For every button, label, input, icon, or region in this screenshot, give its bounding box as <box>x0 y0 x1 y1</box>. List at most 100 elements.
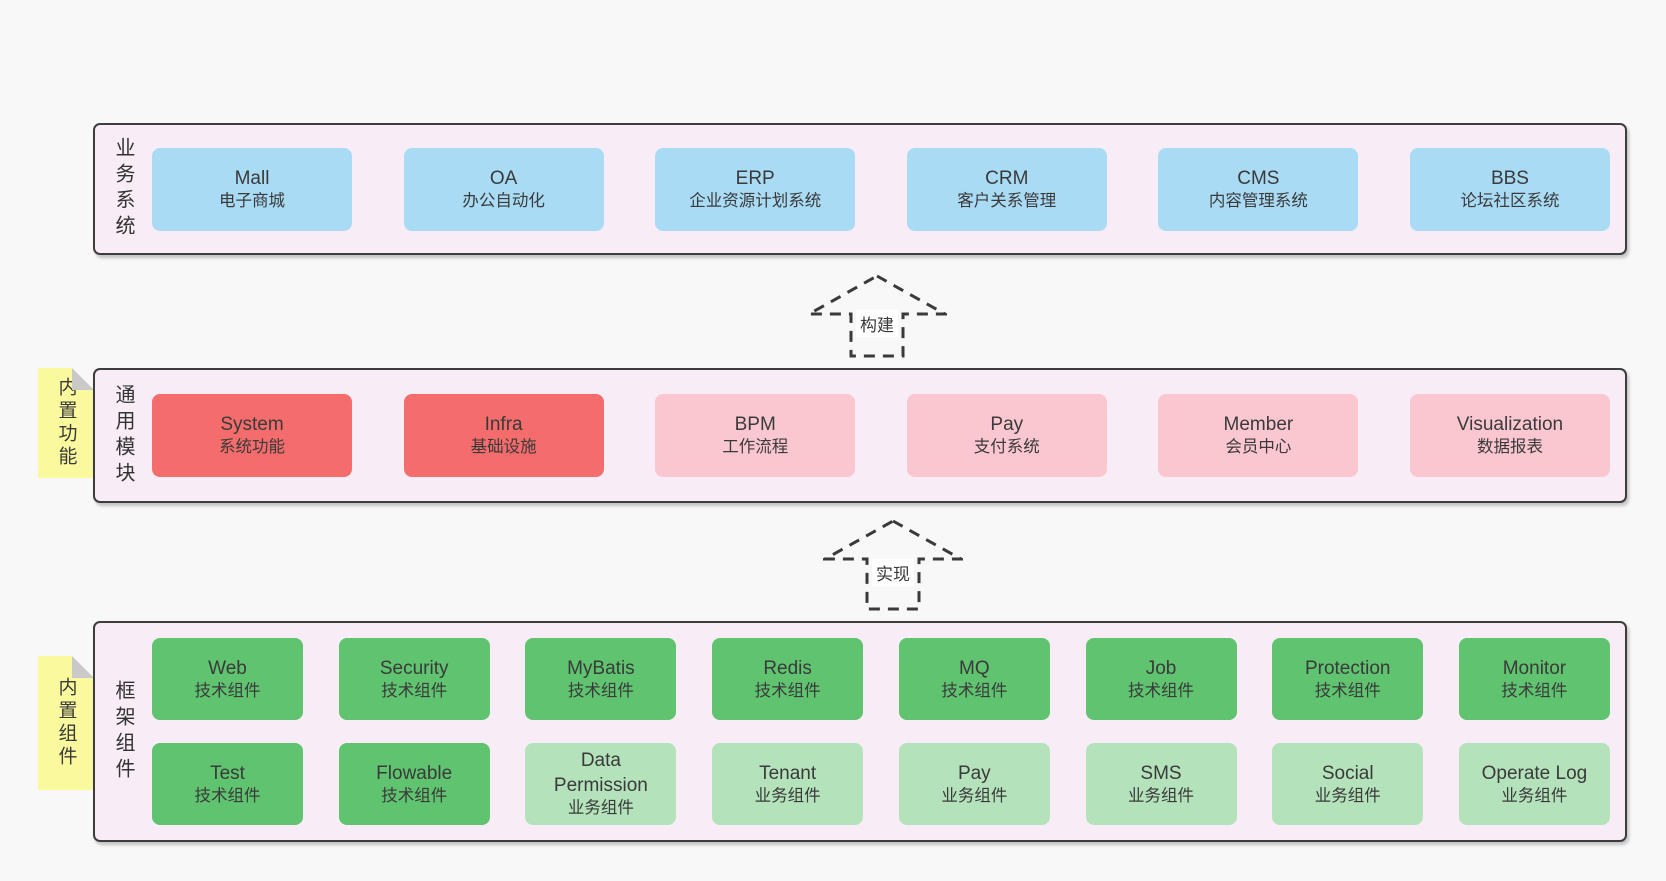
box-security-name: Security <box>379 657 449 679</box>
box-pay-module: Pay 支付系统 <box>906 394 1107 477</box>
box-system: System 系统功能 <box>152 394 352 477</box>
box-tenant: Tenant 业务组件 <box>712 743 864 825</box>
business-row: Mall 电子商城 OA 办公自动化 ERP 企业资源计划系统 CRM 客户关系… <box>152 147 1610 231</box>
box-visualization: Visualization 数据报表 <box>1409 394 1610 477</box>
box-mybatis-desc: 技术组件 <box>567 681 634 700</box>
box-operate-log-name: Operate Log <box>1481 762 1588 784</box>
box-infra-name: Infra <box>484 414 523 436</box>
components-row-1: Web 技术组件 Security 技术组件 MyBatis 技术组件 Redi… <box>152 638 1610 720</box>
box-protection: Protection 技术组件 <box>1272 638 1424 720</box>
box-mq: MQ 技术组件 <box>898 638 1050 720</box>
note-built-in-components: 内置组件 <box>38 656 94 790</box>
arrow-build: 构建 <box>807 274 947 358</box>
box-job-desc: 技术组件 <box>1128 681 1195 700</box>
box-bbs-desc: 论坛社区系统 <box>1460 191 1560 210</box>
box-operate-log: Operate Log 业务组件 <box>1458 743 1610 825</box>
box-monitor-desc: 技术组件 <box>1501 681 1568 700</box>
box-mybatis-name: MyBatis <box>567 657 635 679</box>
box-oa-name: OA <box>489 167 518 189</box>
note-built-in-functions: 内置功能 <box>38 368 94 478</box>
box-operate-log-desc: 业务组件 <box>1501 786 1568 805</box>
note-built-in-functions-label: 内置功能 <box>55 377 77 469</box>
layer-components-panel: 框架组件 Web 技术组件 Security 技术组件 MyBatis 技术组件… <box>93 621 1627 842</box>
box-test: Test 技术组件 <box>152 743 303 825</box>
box-mall-desc: 电子商城 <box>219 191 285 210</box>
box-member-desc: 会员中心 <box>1225 438 1292 457</box>
arrow-build-label: 构建 <box>856 310 898 337</box>
box-test-desc: 技术组件 <box>194 786 261 805</box>
box-crm-name: CRM <box>985 167 1029 189</box>
box-protection-name: Protection <box>1304 657 1391 679</box>
box-pay-component: Pay 业务组件 <box>898 743 1050 825</box>
box-data-permission-name: Data Permission <box>553 750 648 797</box>
box-mq-desc: 技术组件 <box>941 681 1008 700</box>
box-job: Job 技术组件 <box>1085 638 1237 720</box>
box-security: Security 技术组件 <box>338 638 490 720</box>
box-social-desc: 业务组件 <box>1314 786 1381 805</box>
box-mall: Mall 电子商城 <box>152 147 352 231</box>
box-social-name: Social <box>1321 762 1374 784</box>
box-infra-desc: 基础设施 <box>470 438 537 457</box>
box-cms-desc: 内容管理系统 <box>1208 191 1308 210</box>
box-flowable-name: Flowable <box>376 762 453 784</box>
box-crm-desc: 客户关系管理 <box>957 191 1057 210</box>
box-security-desc: 技术组件 <box>381 681 448 700</box>
box-flowable: Flowable 技术组件 <box>338 743 490 825</box>
box-monitor-name: Monitor <box>1502 657 1567 679</box>
box-test-name: Test <box>210 762 245 784</box>
layer-business-label-col: 业务系统 <box>95 125 152 253</box>
up-arrow-dashed-icon <box>823 519 963 611</box>
modules-row: System 系统功能 Infra 基础设施 BPM 工作流程 Pay 支付系统… <box>152 394 1610 477</box>
box-mybatis: MyBatis 技术组件 <box>525 638 677 720</box>
box-web: Web 技术组件 <box>152 638 303 720</box>
box-web-desc: 技术组件 <box>194 681 261 700</box>
box-infra: Infra 基础设施 <box>403 394 604 477</box>
box-pay-module-name: Pay <box>990 414 1024 436</box>
box-data-permission: Data Permission 业务组件 <box>525 743 677 825</box>
box-monitor: Monitor 技术组件 <box>1458 638 1610 720</box>
box-tenant-name: Tenant <box>759 762 817 784</box>
box-system-desc: 系统功能 <box>219 438 285 457</box>
arrow-implement: 实现 <box>823 519 963 611</box>
arrow-implement-label: 实现 <box>872 559 914 586</box>
box-bpm-name: BPM <box>734 414 776 436</box>
box-erp: ERP 企业资源计划系统 <box>655 147 856 231</box>
layer-components-label-col: 框架组件 <box>95 623 152 840</box>
box-sms-desc: 业务组件 <box>1128 786 1195 805</box>
box-redis-name: Redis <box>763 657 812 679</box>
box-data-permission-desc: 业务组件 <box>567 799 634 818</box>
box-erp-name: ERP <box>735 167 775 189</box>
box-erp-desc: 企业资源计划系统 <box>689 191 822 210</box>
box-pay-module-desc: 支付系统 <box>973 438 1040 457</box>
up-arrow-dashed-icon <box>807 274 947 358</box>
box-cms: CMS 内容管理系统 <box>1158 147 1359 231</box>
box-visualization-name: Visualization <box>1456 414 1564 436</box>
layer-business-panel: 业务系统 Mall 电子商城 OA 办公自动化 ERP 企业资源计划系统 CRM <box>93 123 1627 255</box>
box-web-name: Web <box>208 657 247 679</box>
box-system-name: System <box>220 414 284 436</box>
box-visualization-desc: 数据报表 <box>1476 438 1543 457</box>
box-bbs: BBS 论坛社区系统 <box>1409 147 1610 231</box>
note-built-in-components-label: 内置组件 <box>55 677 77 769</box>
box-bbs-name: BBS <box>1490 167 1529 189</box>
box-social: Social 业务组件 <box>1272 743 1424 825</box>
box-cms-name: CMS <box>1237 167 1280 189</box>
box-pay-component-desc: 业务组件 <box>941 786 1008 805</box>
box-job-name: Job <box>1145 657 1177 679</box>
components-row-2: Test 技术组件 Flowable 技术组件 Data Permission … <box>152 743 1610 825</box>
box-flowable-desc: 技术组件 <box>381 786 448 805</box>
box-crm: CRM 客户关系管理 <box>906 147 1107 231</box>
box-bpm-desc: 工作流程 <box>722 438 789 457</box>
box-oa: OA 办公自动化 <box>403 147 604 231</box>
box-mq-name: MQ <box>959 657 990 679</box>
box-oa-desc: 办公自动化 <box>462 191 545 210</box>
layer-business-label: 业务系统 <box>112 137 134 241</box>
box-tenant-desc: 业务组件 <box>754 786 821 805</box>
layer-modules-panel: 通用模块 System 系统功能 Infra 基础设施 BPM 工作流程 Pay <box>93 368 1627 503</box>
box-sms-name: SMS <box>1140 762 1182 784</box>
box-protection-desc: 技术组件 <box>1314 681 1381 700</box>
box-redis-desc: 技术组件 <box>754 681 821 700</box>
box-redis: Redis 技术组件 <box>712 638 864 720</box>
layer-components-label: 框架组件 <box>112 679 134 784</box>
